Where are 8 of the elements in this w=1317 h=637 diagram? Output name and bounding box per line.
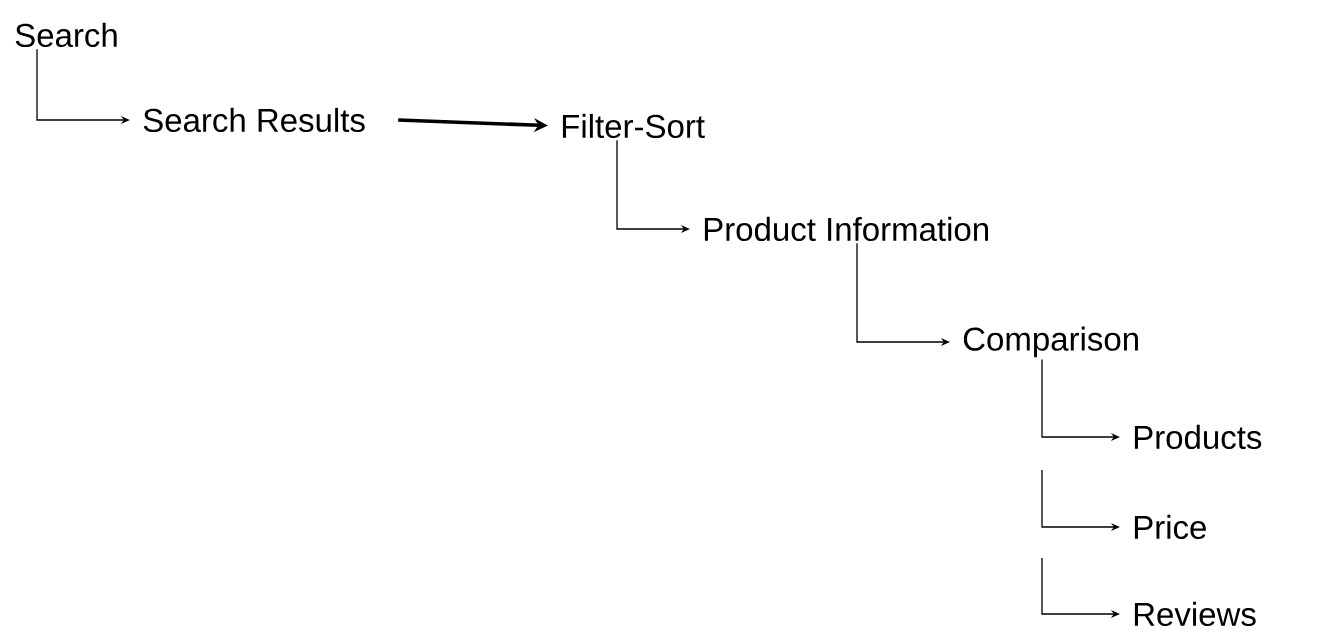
step-label: Filter-Sort [562,113,705,139]
step-label: Product Information [704,216,988,242]
step-label: Price [1134,514,1206,540]
step-label: Search Results [143,107,365,133]
step-label: Search [15,22,117,48]
step-label: Comparison [963,326,1138,358]
step-label: Reviews [1134,601,1256,627]
step-label: Products [1134,424,1262,450]
